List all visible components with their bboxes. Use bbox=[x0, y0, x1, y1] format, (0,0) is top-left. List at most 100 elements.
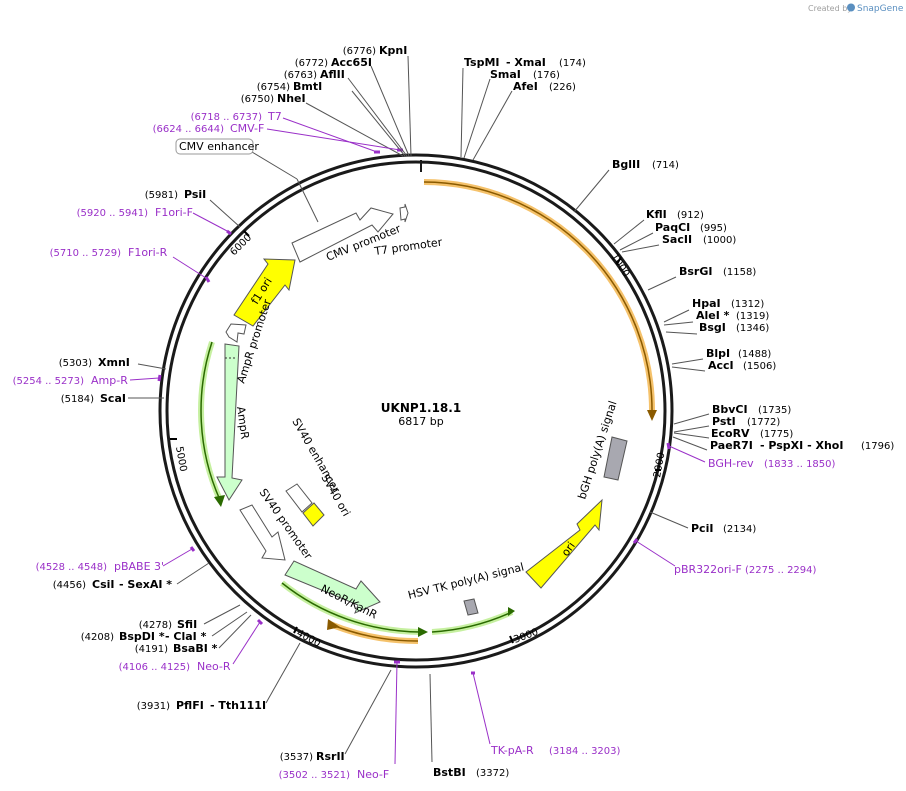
hsv-tk-label: HSV TK poly(A) signal bbox=[407, 560, 526, 601]
site-bglii: BglII bbox=[612, 158, 640, 171]
site-bsrgi: BsrGI bbox=[679, 265, 712, 278]
site-bspdi: BspDI * bbox=[119, 630, 165, 643]
primer-neo-f: Neo-F bbox=[357, 768, 389, 781]
credit-brand: SnapGene bbox=[857, 4, 904, 14]
site-pcii: PciI bbox=[691, 522, 713, 535]
primer-pbabe-pos: (4528 .. 4548) bbox=[36, 562, 108, 573]
sv40-enhancer-box bbox=[285, 483, 313, 513]
primer-f1ori-f: F1ori-F bbox=[155, 206, 193, 219]
cmv-enhancer-leader-2 bbox=[296, 178, 319, 223]
primer-f1ori-f-pos: (5920 .. 5941) bbox=[77, 208, 149, 219]
site-bmti-pos: (6754) bbox=[257, 82, 290, 93]
primer-mark-amp-r bbox=[157, 374, 162, 382]
site-pflfi-suffix: - Tth111I bbox=[210, 699, 266, 712]
f1-ori-arrow bbox=[233, 258, 296, 327]
primer-mark-bgh-rev bbox=[666, 442, 671, 450]
primer-pbr322-pos: (2275 .. 2294) bbox=[745, 565, 817, 576]
cmv-enhancer-leader bbox=[251, 151, 298, 180]
ampr-label: AmpR bbox=[234, 406, 251, 441]
site-tspmi-suffix: - XmaI bbox=[506, 56, 546, 69]
neor-orf-arrowhead bbox=[418, 627, 428, 637]
site-bspdi-pos: (4208) bbox=[81, 632, 114, 643]
site-kfli: KflI bbox=[646, 208, 667, 221]
tick-3000 bbox=[509, 635, 514, 644]
sv40-promoter-arrow bbox=[239, 504, 286, 561]
primer-bgh-rev-pos: (1833 .. 1850) bbox=[764, 459, 836, 470]
neor-arrow bbox=[284, 560, 381, 614]
site-ecorv-pos: (1775) bbox=[760, 429, 793, 440]
site-bspdi-suffix: - ClaI * bbox=[165, 630, 207, 643]
site-paer7i: PaeR7I bbox=[710, 439, 753, 452]
site-aflii-pos: (6763) bbox=[284, 70, 317, 81]
tick-label-6000: 6000 bbox=[228, 232, 254, 258]
site-bsabi: BsaBI * bbox=[173, 642, 218, 655]
primer-t7: T7 bbox=[267, 110, 282, 123]
site-sfii-pos: (4278) bbox=[139, 620, 172, 631]
site-kpni-pos: (6776) bbox=[343, 46, 376, 57]
site-rsrii-pos: (3537) bbox=[280, 752, 313, 763]
orf-arc-bottom-arrowhead bbox=[327, 619, 340, 630]
orf-arcs bbox=[327, 179, 657, 645]
site-csii-suffix: - SexAI * bbox=[119, 578, 172, 591]
feature-labels: CMV enhancer CMV promoter T7 promoter f1… bbox=[175, 138, 620, 622]
primer-t7-pos: (6718 .. 6737) bbox=[191, 112, 263, 123]
site-bsgi-pos: (1346) bbox=[736, 323, 769, 334]
ampr-arrow bbox=[216, 343, 243, 501]
site-tspmi-pos: (174) bbox=[559, 58, 586, 69]
site-acc65i-pos: (6772) bbox=[295, 58, 328, 69]
ampr-orf-arrowhead bbox=[214, 495, 225, 507]
ampr-orf-line bbox=[200, 341, 221, 501]
primer-pbabe: pBABE 3' bbox=[114, 560, 164, 573]
site-nhei: NheI bbox=[277, 92, 306, 105]
primer-cmv-f: CMV-F bbox=[230, 122, 264, 135]
site-acci: AccI bbox=[708, 359, 734, 372]
primer-tk-pa-r-pos: (3184 .. 3203) bbox=[549, 746, 621, 757]
primer-f1ori-r: F1ori-R bbox=[128, 246, 168, 259]
site-bmti: BmtI bbox=[293, 80, 322, 93]
site-leaders bbox=[128, 55, 710, 763]
primer-mark-pbr322 bbox=[632, 538, 639, 544]
site-acc65i: Acc65I bbox=[331, 56, 372, 69]
primer-labels: (6718 .. 6737) T7 (6624 .. 6644) CMV-F (… bbox=[13, 110, 836, 781]
restriction-site-labels: (6776) KpnI (6772) Acc65I (6763) AflII (… bbox=[53, 44, 895, 779]
primer-pbr322: pBR322ori-F bbox=[674, 563, 742, 576]
site-csii-pos: (4456) bbox=[53, 580, 86, 591]
site-csii: CsiI bbox=[92, 578, 114, 591]
primer-cmv-f-pos: (6624 .. 6644) bbox=[153, 124, 225, 135]
tick-label-4000: 4000 bbox=[295, 628, 323, 650]
hsv-orf-glow bbox=[431, 609, 514, 635]
site-sacii: SacII bbox=[662, 233, 692, 246]
site-psii-pos: (5981) bbox=[145, 190, 178, 201]
primer-leaders bbox=[129, 117, 706, 765]
primer-amp-r-pos: (5254 .. 5273) bbox=[13, 376, 85, 387]
site-hpai-pos: (1312) bbox=[731, 299, 764, 310]
site-alei-pos: (1319) bbox=[736, 311, 769, 322]
primer-f1ori-r-pos: (5710 .. 5729) bbox=[50, 248, 122, 259]
snapgene-logo-icon bbox=[847, 3, 855, 12]
tick-1000 bbox=[616, 256, 622, 265]
site-aflii: AflII bbox=[320, 68, 345, 81]
ori-arrow bbox=[525, 498, 603, 589]
backbone-inner-ring bbox=[165, 160, 667, 662]
site-xmni: XmnI bbox=[98, 356, 130, 369]
backbone-outer-ring bbox=[158, 153, 674, 669]
features bbox=[216, 203, 628, 616]
site-psti-pos: (1772) bbox=[747, 417, 780, 428]
primer-amp-r: Amp-R bbox=[91, 374, 128, 387]
hsv-orf-line bbox=[431, 611, 513, 633]
site-paqci-pos: (995) bbox=[700, 223, 727, 234]
hsv-tk-polya-box bbox=[463, 598, 479, 616]
cmv-promoter-arrow bbox=[291, 207, 394, 263]
site-paer7i-suffix: - PspXI - XhoI bbox=[760, 439, 843, 452]
site-bsabi-pos: (4191) bbox=[135, 644, 168, 655]
ampr-promoter-arrow bbox=[225, 323, 247, 343]
site-alei: AleI * bbox=[696, 309, 730, 322]
tick-label-2000: 2000 bbox=[652, 452, 667, 479]
site-sfii: SfiI bbox=[177, 618, 197, 631]
site-bglii-pos: (714) bbox=[652, 160, 679, 171]
site-acci-pos: (1506) bbox=[743, 361, 776, 372]
cmv-enhancer-box bbox=[175, 138, 254, 155]
orf-arc-top bbox=[423, 179, 656, 415]
site-bstbi: BstBI bbox=[433, 766, 466, 779]
site-sacii-pos: (1000) bbox=[703, 235, 736, 246]
